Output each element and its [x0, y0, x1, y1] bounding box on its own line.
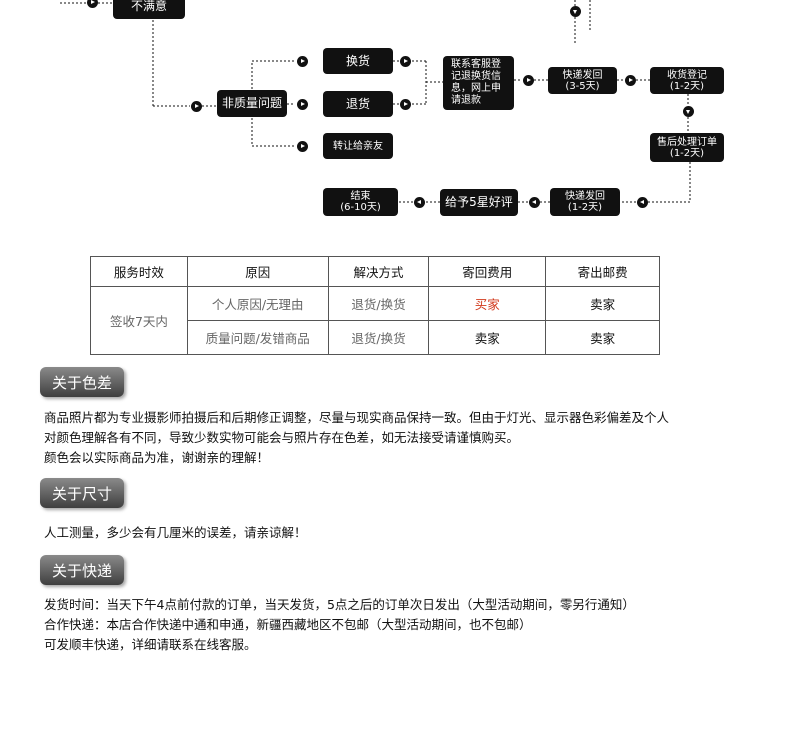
solution-cell: 退货/换货 — [327, 320, 430, 355]
arrow-right-icon — [297, 99, 308, 110]
non-quality-node: 非质量问题 — [217, 90, 287, 117]
node-label: 记退换货信 — [451, 71, 501, 82]
paragraph-line: 商品照片都为专业摄影师拍摄后和后期修正调整，尽量与现实商品保持一致。但由于灯光、… — [44, 410, 670, 425]
flow-connectors — [60, 0, 691, 203]
node-label: 请退款 — [451, 95, 481, 106]
node-label: 收货登记 — [667, 69, 707, 81]
arrow-right-icon — [297, 56, 308, 67]
paragraph-line: 颜色会以实际商品为准，谢谢亲的理解！ — [44, 450, 270, 465]
paragraph-line: 对颜色理解各有不同，导致少数实物可能会与照片存在色差，如无法接受请谨慎购买。 — [44, 430, 520, 445]
node-label: 息，网上申 — [451, 83, 501, 94]
node-label: 联系客服登 — [451, 59, 501, 70]
send-fee-cell: 卖家 — [545, 320, 660, 355]
solution-cell: 退货/换货 — [327, 286, 430, 321]
node-label: 快递发回 — [562, 69, 603, 81]
return-fee-cell: 卖家 — [428, 320, 547, 355]
unsatisfied-node: 不满意 — [113, 0, 185, 19]
receive-register-node: 收货登记 (1-2天) — [650, 67, 724, 94]
arrow-right-icon — [523, 75, 534, 86]
node-label: 快递发回 — [565, 191, 605, 202]
express-section-text: 发货时间：当天下午4点前付款的订单，当天发货，5点之后的订单次日发出（大型活动期… — [44, 595, 635, 655]
node-label: 换货 — [345, 53, 370, 68]
color-section-text: 商品照片都为专业摄影师拍摄后和后期修正调整，尽量与现实商品保持一致。但由于灯光、… — [44, 408, 669, 468]
reason-cell: 质量问题/发错商品 — [186, 320, 329, 355]
table-row: 签收7天内 个人原因/无理由 退货/换货 买家 卖家 — [90, 286, 660, 355]
service-policy-table: 服务时效 原因 解决方式 寄回费用 寄出邮费 签收7天内 个人原因/无理由 退货… — [90, 256, 660, 355]
arrow-right-icon — [400, 56, 411, 67]
node-label: (1-2天) — [669, 80, 705, 92]
arrow-left-icon — [529, 197, 540, 208]
return-node: 退货 — [323, 91, 393, 117]
paragraph-line: 合作快递：本店合作快递中通和申通，新疆西藏地区不包邮（大型活动期间，也不包邮） — [44, 617, 532, 632]
color-section-tag: 关于色差 — [40, 367, 124, 397]
arrow-right-icon — [87, 0, 98, 8]
node-label: (1-2天) — [669, 147, 705, 159]
node-label: 结束 — [350, 191, 371, 202]
table-header: 服务时效 — [90, 256, 188, 287]
arrow-down-icon — [683, 106, 694, 117]
node-label: 转让给亲友 — [333, 140, 383, 152]
node-label: (1-2天) — [567, 202, 603, 213]
express-back-node: 快递发回 (1-2天) — [550, 188, 620, 216]
transfer-node: 转让给亲友 — [323, 133, 393, 159]
five-star-node: 给予5星好评 — [440, 189, 518, 216]
node-label: 非质量问题 — [221, 96, 282, 110]
return-flowchart: 不满意 非质量问题 换货 退货 转让给亲友 联系客服登 记退换货信 息，网上申 … — [0, 0, 790, 240]
end-node: 结束 (6-10天) — [323, 188, 398, 216]
table-header: 原因 — [186, 256, 329, 287]
table-header: 寄出邮费 — [545, 256, 660, 287]
node-label: 退货 — [345, 96, 370, 111]
after-sales-node: 售后处理订单 (1-2天) — [650, 133, 724, 162]
table-header: 解决方式 — [327, 256, 430, 287]
send-fee-cell: 卖家 — [545, 286, 660, 321]
paragraph-line: 可发顺丰快递，详细请联系在线客服。 — [44, 637, 257, 652]
express-section-tag: 关于快递 — [40, 555, 124, 585]
return-fee-cell: 买家 — [428, 286, 547, 321]
exchange-node: 换货 — [323, 48, 393, 74]
reason-cell: 个人原因/无理由 — [186, 286, 329, 321]
table-header-row: 服务时效 原因 解决方式 寄回费用 寄出邮费 — [90, 256, 660, 287]
service-period-cell: 签收7天内 — [90, 286, 188, 355]
arrow-left-icon — [414, 197, 425, 208]
express-return-node: 快递发回 (3-5天) — [548, 67, 617, 94]
table-header: 寄回费用 — [428, 256, 547, 287]
node-label: (3-5天) — [565, 80, 600, 92]
arrow-right-icon — [400, 99, 411, 110]
arrow-right-icon — [625, 75, 636, 86]
node-label: (6-10天) — [340, 202, 381, 213]
node-label: 售后处理订单 — [657, 136, 717, 148]
size-section-text: 人工测量，多少会有几厘米的误差，请亲谅解！ — [44, 523, 307, 543]
size-section-tag: 关于尺寸 — [40, 478, 124, 508]
paragraph-line: 发货时间：当天下午4点前付款的订单，当天发货，5点之后的订单次日发出（大型活动期… — [44, 597, 635, 612]
arrow-right-icon — [191, 101, 202, 112]
contact-cs-node: 联系客服登 记退换货信 息，网上申 请退款 — [443, 56, 514, 110]
node-label: 给予5星好评 — [445, 195, 513, 209]
node-label: 不满意 — [130, 0, 167, 13]
table-row: 质量问题/发错商品 退货/换货 卖家 卖家 — [91, 320, 660, 355]
arrow-left-icon — [637, 197, 648, 208]
arrow-down-icon — [570, 6, 581, 17]
arrow-right-icon — [297, 141, 308, 152]
paragraph-line: 人工测量，多少会有几厘米的误差，请亲谅解！ — [44, 525, 307, 540]
